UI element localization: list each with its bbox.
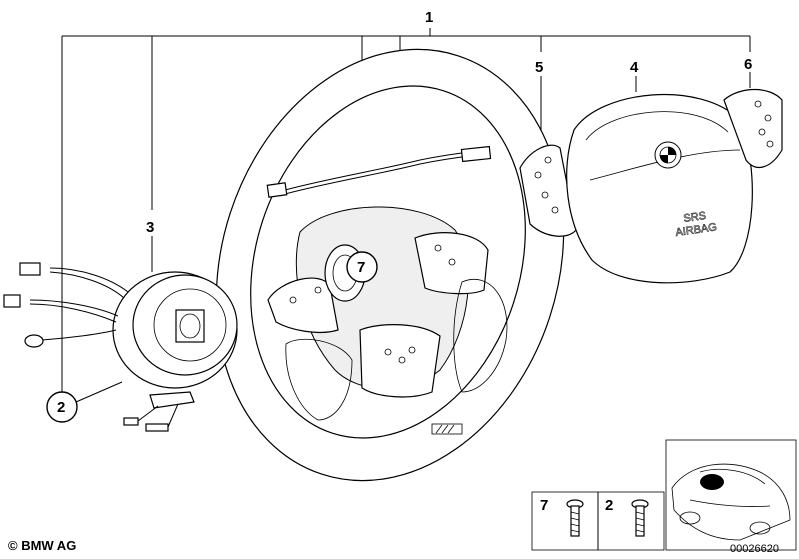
- airbag-srs-text: SRS: [683, 210, 707, 225]
- steering-wheel: [215, 48, 565, 482]
- callout-1: 1: [425, 9, 433, 26]
- callout-7-circle: 7: [346, 251, 378, 283]
- m-logo: [431, 423, 463, 435]
- inset-label-7: 7: [540, 497, 548, 514]
- mfl-switch-right: [723, 89, 783, 168]
- copyright-notice: © BMW AG: [8, 538, 77, 553]
- slip-ring-coil: [3, 262, 238, 432]
- callout-7: 7: [357, 259, 365, 276]
- callout-4: 4: [630, 59, 639, 76]
- callout-2-circle: 2: [46, 391, 78, 423]
- document-number: 00026620: [730, 543, 779, 555]
- inset-label-2: 2: [605, 497, 613, 514]
- screw-inset: 7 2: [531, 491, 665, 551]
- screw-7: [566, 499, 584, 537]
- callout-3: 3: [146, 219, 154, 236]
- connecting-cable: [266, 145, 492, 198]
- car-location-inset: [665, 439, 797, 551]
- airbag-module: SRS AIRBAG: [566, 94, 753, 284]
- callout-6: 6: [744, 56, 752, 73]
- callout-2: 2: [57, 399, 65, 416]
- screw-2: [631, 499, 649, 537]
- callout-5: 5: [535, 59, 543, 76]
